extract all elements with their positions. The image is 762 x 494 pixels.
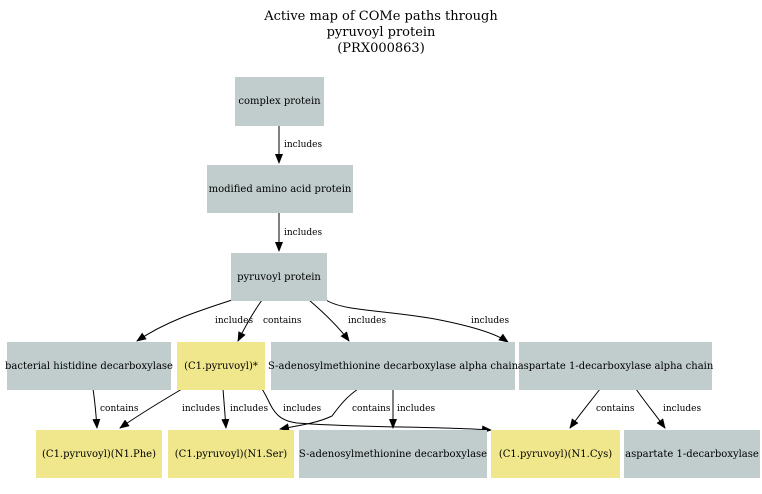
node-complex-protein[interactable]: complex protein — [235, 77, 324, 126]
title-line-2: pyruvoyl protein — [326, 25, 436, 40]
node-c1-pyruvoyl-n1-ser[interactable]: (C1.pyruvoyl)(N1.Ser) — [168, 430, 294, 478]
edge-c1star-to-cys — [261, 388, 492, 434]
title-line-3: (PRX000863) — [337, 41, 425, 56]
edge-histidine-to-phe — [92, 388, 101, 429]
title-line-1: Active map of COMe paths through — [264, 9, 498, 24]
edge-label: includes — [230, 404, 269, 414]
edge-label: includes — [471, 316, 510, 326]
node-c1-pyruvoyl-n1-phe[interactable]: (C1.pyruvoyl)(N1.Phe) — [36, 430, 162, 478]
edge-aspartate-alpha-to-cys — [569, 388, 601, 429]
edge-label: includes — [663, 404, 702, 414]
node-c1-pyruvoyl-star[interactable]: (C1.pyruvoyl)* — [177, 342, 265, 390]
node-modified-amino-acid-protein[interactable]: modified amino acid protein — [207, 165, 353, 213]
edge-label: includes — [397, 404, 436, 414]
edge-aspartate-alpha-to-aspartate — [635, 388, 666, 429]
edge-c1star-to-ser — [221, 388, 230, 429]
edge-label: includes — [182, 404, 221, 414]
edge-label: includes — [284, 228, 323, 238]
edge-label: includes — [215, 316, 254, 326]
node-pyruvoyl-protein[interactable]: pyruvoyl protein — [231, 253, 327, 301]
node-aspartate-decarboxylase[interactable]: aspartate 1-decarboxylase — [624, 430, 760, 478]
edge-label: includes — [284, 140, 323, 150]
node-bacterial-histidine-decarboxylase[interactable]: bacterial histidine decarboxylase — [5, 342, 173, 390]
node-c1-pyruvoyl-n1-cys[interactable]: (C1.pyruvoyl)(N1.Cys) — [491, 430, 620, 478]
diagram-title: Active map of COMe paths through pyruvoy… — [0, 9, 762, 57]
edge-label: contains — [596, 404, 635, 414]
edge-pyruvoyl-to-c1star — [237, 299, 263, 342]
node-sam-decarboxylase[interactable]: S-adenosylmethionine decarboxylase — [299, 430, 487, 478]
edge-sam-alpha-to-ser — [279, 388, 359, 432]
edge-label: contains — [100, 404, 139, 414]
node-sam-decarboxylase-alpha-chain[interactable]: S-adenosylmethionine decarboxylase alpha… — [268, 342, 518, 390]
edge-c1star-to-phe — [119, 388, 183, 429]
edge-pyruvoyl-to-aspartate-alpha — [325, 299, 509, 343]
edge-pyruvoyl-to-histidine — [136, 299, 233, 342]
edge-label: includes — [348, 316, 387, 326]
edge-pyruvoyl-to-sam-alpha — [308, 299, 350, 342]
edge-label: contains — [352, 404, 391, 414]
edge-label: contains — [263, 316, 302, 326]
edge-label: includes — [283, 404, 322, 414]
node-aspartate-decarboxylase-alpha-chain[interactable]: aspartate 1-decarboxylase alpha chain — [518, 342, 713, 390]
